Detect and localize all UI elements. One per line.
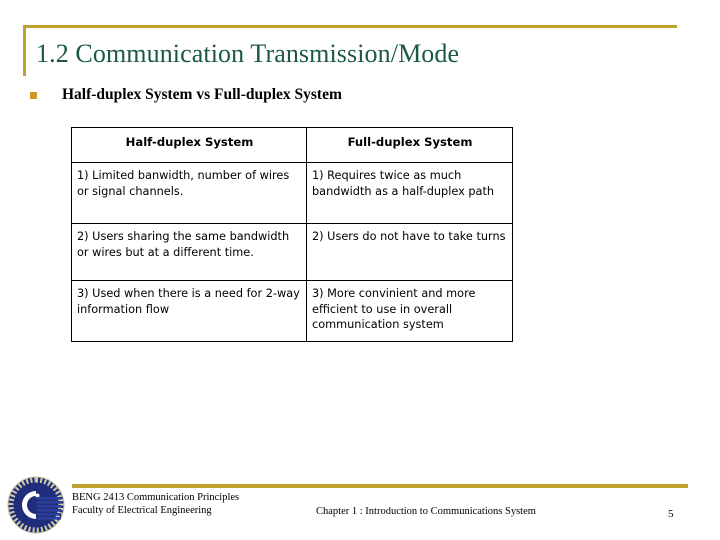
footer-course-line-1: BENG 2413 Communication Principles bbox=[72, 492, 240, 503]
footer-rule bbox=[72, 484, 688, 488]
title-rule-left bbox=[23, 25, 26, 76]
column-header-full-duplex: Full-duplex System bbox=[306, 127, 513, 163]
square-bullet-icon bbox=[30, 91, 37, 99]
cell-full-duplex-3: 3) More convinient and more efficient to… bbox=[306, 280, 513, 342]
university-logo-icon bbox=[6, 474, 70, 536]
table-row: 2) Users sharing the same bandwidth or w… bbox=[71, 223, 513, 281]
footer-course-info: BENG 2413 Communication Principles Facul… bbox=[72, 492, 239, 517]
bullet-text: Half-duplex System vs Full-duplex System bbox=[62, 86, 342, 103]
slide-title: 1.2 Communication Transmission/Mode bbox=[36, 39, 460, 68]
cell-half-duplex-2: 2) Users sharing the same bandwidth or w… bbox=[71, 223, 307, 281]
bullet-row: Half-duplex System vs Full-duplex System bbox=[30, 86, 342, 104]
footer-page-number: 5 bbox=[668, 508, 674, 520]
cell-half-duplex-1: 1) Limited banwidth, number of wires or … bbox=[71, 162, 307, 224]
column-header-half-duplex: Half-duplex System bbox=[71, 127, 307, 163]
table-header-row: Half-duplex System Full-duplex System bbox=[71, 127, 513, 163]
duplex-comparison-table: Half-duplex System Full-duplex System 1)… bbox=[71, 127, 513, 342]
cell-half-duplex-3: 3) Used when there is a need for 2-way i… bbox=[71, 280, 307, 342]
cell-full-duplex-2: 2) Users do not have to take turns bbox=[306, 223, 513, 281]
table-row: 1) Limited banwidth, number of wires or … bbox=[71, 162, 513, 224]
cell-full-duplex-1: 1) Requires twice as much bandwidth as a… bbox=[306, 162, 513, 224]
footer-chapter-label: Chapter 1 : Introduction to Communicatio… bbox=[316, 506, 536, 517]
title-rule-top bbox=[23, 25, 677, 28]
table-row: 3) Used when there is a need for 2-way i… bbox=[71, 280, 513, 342]
footer-course-line-2: Faculty of Electrical Engineering bbox=[72, 504, 212, 516]
